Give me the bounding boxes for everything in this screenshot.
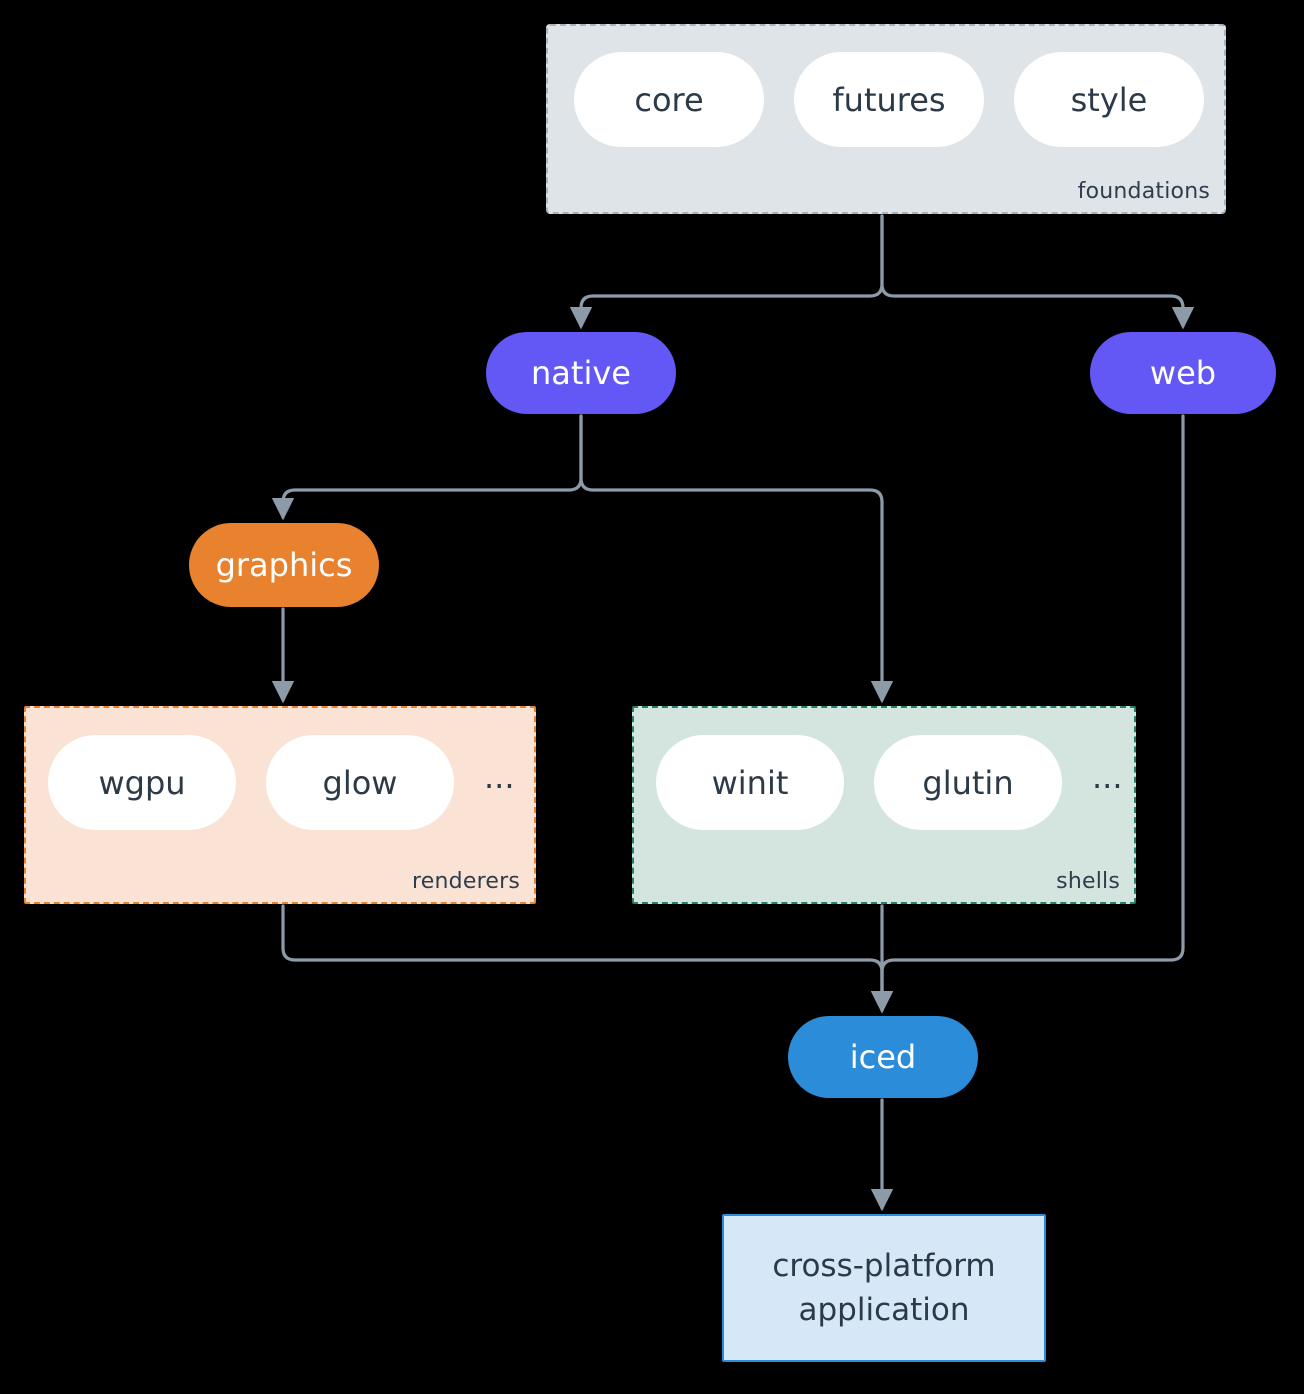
renderers-ellipsis: ...: [484, 757, 515, 796]
edge-native-shells: [579, 414, 894, 704]
node-web[interactable]: web: [1090, 332, 1276, 414]
node-winit[interactable]: winit: [656, 735, 844, 830]
node-glow[interactable]: glow: [266, 735, 454, 830]
node-graphics[interactable]: graphics: [189, 523, 379, 607]
edge-renderers-iced: [281, 904, 894, 1014]
group-foundations: core futures style foundations: [546, 24, 1226, 214]
edge-native-graphics: [271, 414, 583, 521]
node-iced[interactable]: iced: [788, 1016, 978, 1098]
edge-foundations-web: [880, 214, 1195, 330]
node-futures[interactable]: futures: [794, 52, 984, 147]
edge-foundations-native: [569, 214, 884, 330]
node-style[interactable]: style: [1014, 52, 1204, 147]
group-shells-items: winit glutin ...: [656, 735, 1123, 830]
group-shells: winit glutin ... shells: [632, 706, 1136, 904]
node-wgpu[interactable]: wgpu: [48, 735, 236, 830]
application-line-1: cross-platform: [772, 1247, 996, 1284]
group-shells-label: shells: [1056, 869, 1120, 894]
application-line-2: application: [798, 1292, 970, 1328]
group-renderers-items: wgpu glow ...: [48, 735, 515, 830]
node-glutin[interactable]: glutin: [874, 735, 1062, 830]
node-native[interactable]: native: [486, 332, 676, 414]
node-core[interactable]: core: [574, 52, 764, 147]
group-renderers-label: renderers: [412, 869, 520, 894]
group-renderers: wgpu glow ... renderers: [24, 706, 536, 904]
group-foundations-label: foundations: [1077, 179, 1210, 204]
node-cross-platform-application[interactable]: cross-platform application: [722, 1214, 1046, 1362]
shells-ellipsis: ...: [1092, 757, 1123, 796]
group-foundations-items: core futures style: [574, 52, 1204, 147]
